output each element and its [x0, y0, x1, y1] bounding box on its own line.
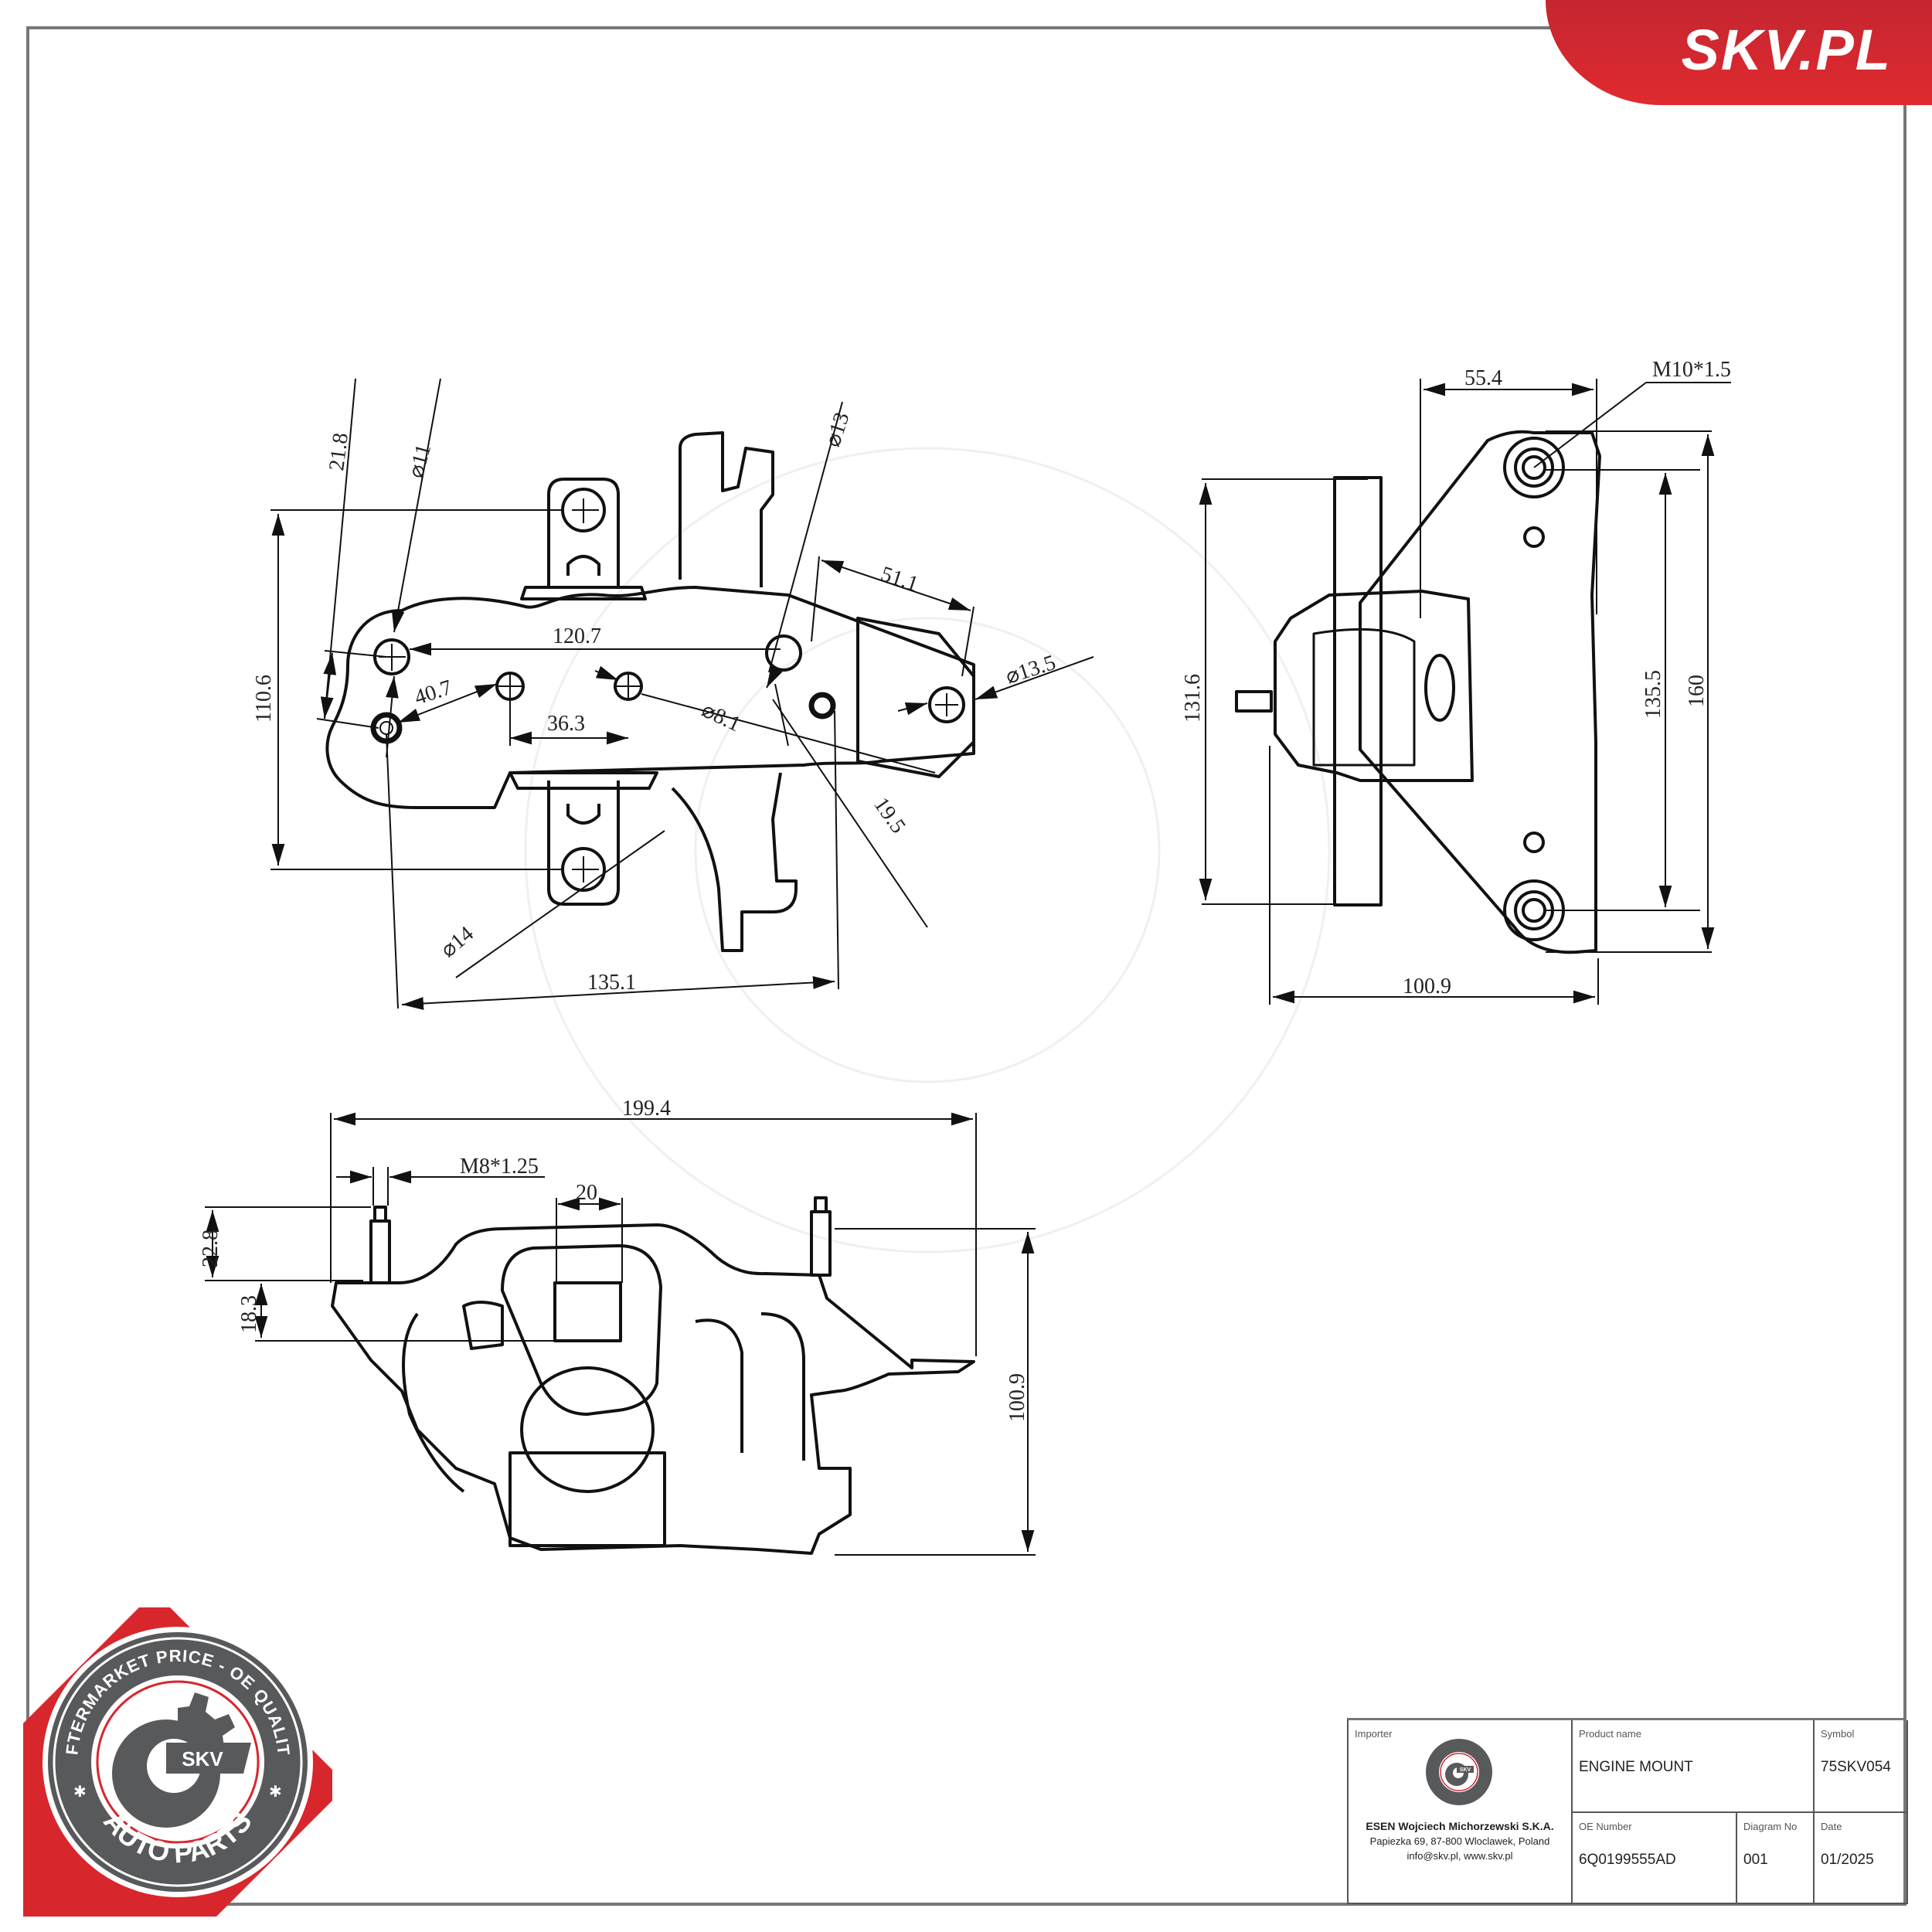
svg-text:36.3: 36.3 [547, 712, 585, 736]
drawing-frame-bottom [26, 1903, 1906, 1906]
importer-address: Papiezka 69, 87-800 Wloclawek, Poland [1369, 1835, 1550, 1847]
svg-text:135.5: 135.5 [1641, 670, 1665, 719]
skv-stamp-logo: AFTERMARKET PRICE - OE QUALITY AUTO PART… [23, 1607, 332, 1917]
oe-number-cell: OE Number 6Q0199555AD [1573, 1813, 1737, 1904]
svg-text:199.4: 199.4 [622, 1097, 671, 1121]
top-view-dimensions [270, 378, 1094, 1010]
importer-cell: Importer SKV ESEN Wojciech Michorzewski … [1349, 1720, 1573, 1904]
front-view-dim-labels: 199.4 M8*1.25 20 22.8 18.3 100.9 [199, 1097, 1029, 1422]
svg-text:M8*1.25: M8*1.25 [460, 1155, 539, 1179]
svg-text:19.5: 19.5 [869, 793, 910, 838]
svg-text:⌀8.1: ⌀8.1 [698, 698, 744, 736]
svg-text:51.1: 51.1 [878, 562, 921, 597]
svg-text:21.8: 21.8 [325, 431, 353, 471]
side-view [1235, 430, 1601, 954]
front-view [331, 1196, 975, 1555]
diagram-no-value: 001 [1743, 1852, 1768, 1868]
svg-text:SKV: SKV [1460, 1767, 1471, 1773]
product-name-cell: Product name ENGINE MOUNT [1573, 1720, 1815, 1813]
star-icon: ✱ [73, 1784, 87, 1801]
top-view-dim-labels: 21.8 ⌀11 ⌀13 110.6 120.7 40.7 36.3 ⌀8.1 … [252, 410, 1059, 995]
svg-text:18.3: 18.3 [237, 1295, 261, 1333]
svg-text:100.9: 100.9 [1403, 975, 1451, 998]
star-icon: ✱ [269, 1784, 282, 1801]
date-label: Date [1821, 1821, 1842, 1832]
svg-text:M10*1.5: M10*1.5 [1652, 358, 1731, 382]
oe-number-value: 6Q0199555AD [1579, 1852, 1676, 1868]
svg-text:⌀13.5: ⌀13.5 [1003, 651, 1059, 689]
svg-text:131.6: 131.6 [1181, 674, 1205, 723]
product-name-label: Product name [1579, 1728, 1641, 1740]
top-view [325, 431, 975, 952]
diagram-no-label: Diagram No [1743, 1821, 1798, 1832]
svg-text:55.4: 55.4 [1464, 366, 1502, 390]
brand-banner-text: SKV.PL [1681, 18, 1892, 82]
oe-number-label: OE Number [1579, 1821, 1632, 1832]
svg-text:20: 20 [576, 1181, 597, 1205]
svg-text:⌀11: ⌀11 [404, 441, 436, 480]
svg-text:22.8: 22.8 [199, 1230, 223, 1267]
svg-text:110.6: 110.6 [252, 675, 276, 723]
symbol-cell: Symbol 75SKV054 [1815, 1720, 1908, 1813]
svg-text:40.7: 40.7 [412, 675, 455, 710]
importer-logo-icon: SKV [1426, 1739, 1492, 1805]
drawing-frame-right [1903, 26, 1906, 1906]
svg-text:100.9: 100.9 [1005, 1373, 1029, 1422]
stamp-center-text: SKV [182, 1747, 223, 1770]
svg-text:⌀14: ⌀14 [437, 922, 478, 963]
product-name-value: ENGINE MOUNT [1579, 1759, 1693, 1775]
svg-text:160: 160 [1685, 675, 1709, 707]
symbol-label: Symbol [1821, 1728, 1855, 1740]
date-value: 01/2025 [1821, 1852, 1874, 1868]
importer-contact: info@skv.pl, www.skv.pl [1406, 1850, 1513, 1862]
importer-label: Importer [1355, 1728, 1393, 1740]
brand-banner: SKV.PL [1546, 0, 1932, 105]
side-view-dimensions [1199, 379, 1731, 1005]
drawing-frame [26, 26, 1905, 1904]
diagram-no-cell: Diagram No 001 [1737, 1813, 1815, 1904]
importer-name: ESEN Wojciech Michorzewski S.K.A. [1366, 1820, 1554, 1832]
date-cell: Date 01/2025 [1815, 1813, 1908, 1904]
front-view-dimensions [205, 1112, 1036, 1556]
svg-text:120.7: 120.7 [553, 624, 601, 648]
side-view-dim-labels: 55.4 M10*1.5 131.6 135.5 160 100.9 [1181, 358, 1731, 998]
svg-text:135.1: 135.1 [587, 971, 636, 995]
svg-text:⌀13: ⌀13 [821, 410, 854, 450]
symbol-value: 75SKV054 [1821, 1759, 1891, 1775]
title-block: Importer SKV ESEN Wojciech Michorzewski … [1347, 1718, 1908, 1904]
watermark-gear-icon [524, 447, 1331, 1253]
